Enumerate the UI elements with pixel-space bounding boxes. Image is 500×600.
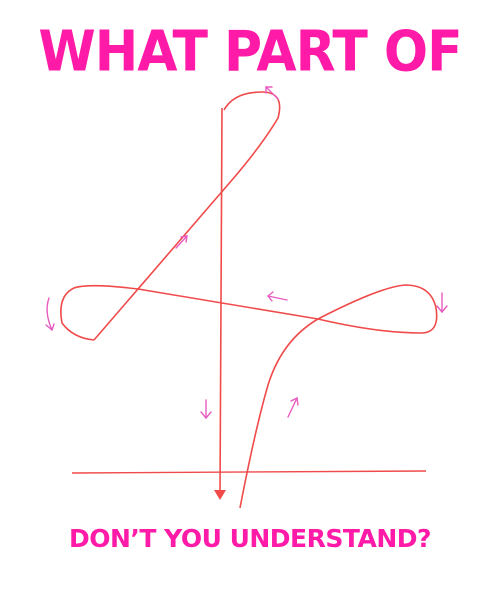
- direction-arrow-icon: [265, 86, 279, 100]
- ground-line: [71, 470, 427, 474]
- left-loop-curve: [60, 284, 319, 341]
- direction-arrow-icon: [287, 397, 299, 418]
- direction-arrow-icon: [45, 297, 55, 331]
- direction-arrow-icon: [175, 235, 188, 249]
- top-loop-curve: [93, 91, 281, 341]
- headline-bottom: DON’T YOU UNDERSTAND?: [68, 524, 432, 553]
- headline-top: WHAT PART OF: [38, 19, 462, 85]
- right-loop-curve: [239, 284, 438, 509]
- vertical-curve: [219, 107, 223, 496]
- direction-arrow-icon: [436, 292, 448, 313]
- direction-arrow-icon: [267, 291, 288, 302]
- vertical-arrowhead: [214, 490, 226, 500]
- direction-arrow-icon: [200, 399, 212, 419]
